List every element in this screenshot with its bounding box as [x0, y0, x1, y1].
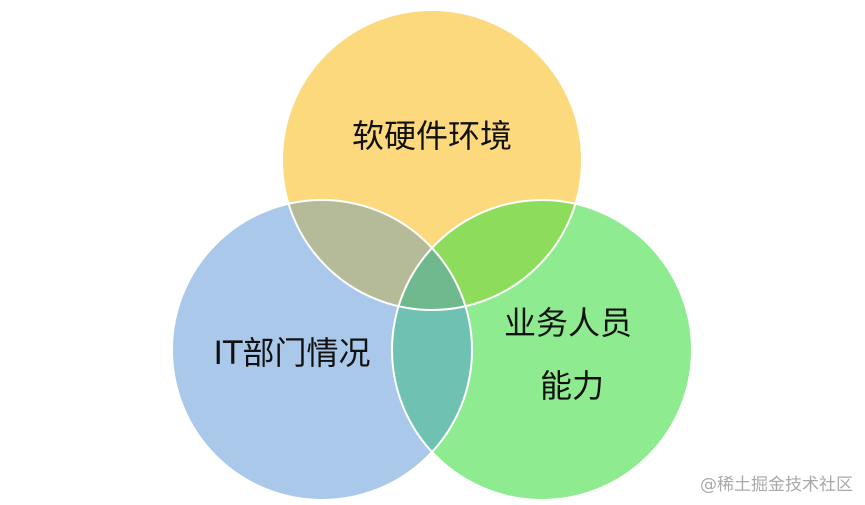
- label-hardware-software: 软硬件环境: [352, 117, 512, 155]
- watermark: @稀土掘金技术社区: [700, 475, 853, 495]
- overlap-top-right: [392, 200, 582, 310]
- label-business-staff: 业务人员: [504, 304, 632, 342]
- overlap-top-left: [282, 200, 472, 310]
- label-business-capability: 能力: [540, 367, 604, 405]
- label-it-department: IT部门情况: [214, 334, 371, 372]
